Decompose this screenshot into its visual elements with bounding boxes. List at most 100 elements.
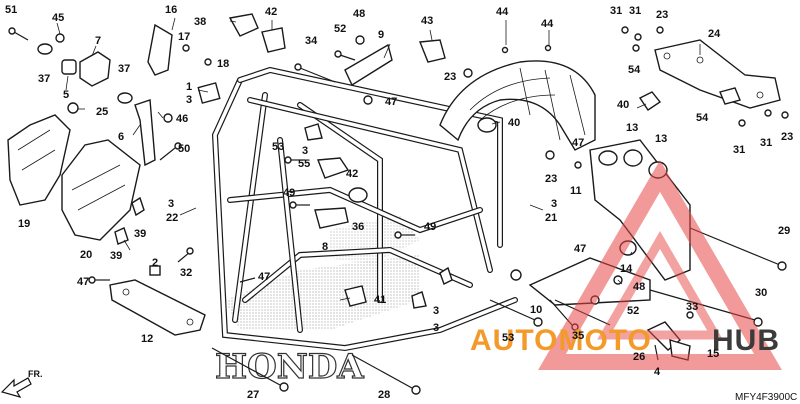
callout: 28: [378, 389, 390, 401]
callout: 44: [541, 18, 554, 30]
callout: 47: [77, 276, 89, 288]
callout: 3: [302, 145, 308, 157]
callout: 11: [570, 185, 582, 197]
callout: 49: [283, 187, 295, 199]
callout: 42: [265, 6, 277, 18]
callout: 51: [5, 4, 17, 16]
callout: 3: [186, 94, 192, 106]
callout: 47: [574, 243, 586, 255]
callout: 5: [63, 89, 69, 101]
callout: 44: [496, 6, 509, 18]
callout: 9: [378, 29, 384, 41]
brand-text: HONDA: [215, 347, 364, 387]
watermark-part2: HUB: [712, 324, 780, 357]
callout: 20: [80, 249, 92, 261]
stipple-area: [225, 255, 420, 330]
callout: 27: [247, 389, 259, 401]
rear-subframe: [528, 139, 781, 326]
callout: 22: [166, 212, 178, 224]
callout: 40: [617, 99, 629, 111]
callout: 34: [305, 35, 318, 47]
callout: 43: [421, 15, 433, 27]
watermark: AUTOMOTO HUB: [470, 160, 782, 370]
callout: 25: [96, 106, 108, 118]
callout: 33: [686, 301, 698, 313]
callout: 35: [572, 330, 584, 342]
callout: 42: [346, 168, 358, 180]
rear-fender: [439, 60, 596, 151]
callout: 30: [755, 287, 767, 299]
callout: 47: [572, 137, 584, 149]
callout: 1: [186, 81, 192, 93]
front-direction-indicator: FR.: [0, 369, 43, 398]
callout: 17: [178, 31, 190, 43]
top-bracket: [638, 39, 781, 111]
callout: 3: [433, 322, 439, 334]
side-covers: [7, 114, 141, 241]
leader-lines: [56, 17, 701, 301]
callout: 13: [655, 133, 667, 145]
callout: 48: [633, 281, 645, 293]
direction-label: FR.: [28, 369, 43, 379]
callout: 14: [620, 263, 633, 275]
callout: 7: [95, 35, 101, 47]
callout: 18: [217, 58, 229, 70]
callout: 39: [110, 250, 122, 262]
callout: 12: [141, 333, 153, 345]
callout: 24: [708, 28, 721, 40]
callout: 38: [194, 16, 206, 28]
callout: 52: [334, 23, 346, 35]
callout: 47: [258, 271, 270, 283]
callout: 54: [696, 112, 709, 124]
callout: 45: [52, 12, 64, 24]
callout: 41: [374, 294, 386, 306]
callout: 39: [134, 228, 146, 240]
callout: 53: [272, 141, 284, 153]
callout: 26: [633, 351, 645, 363]
watermark-part1: AUTOMOTO: [470, 324, 652, 357]
callout: 2: [152, 257, 158, 269]
callout: 54: [628, 64, 641, 76]
callout: 53: [502, 332, 514, 344]
callout: 3: [168, 198, 174, 210]
diagram-code: MFY4F3900C: [735, 392, 797, 403]
callout: 10: [530, 304, 542, 316]
callout: 37: [38, 73, 50, 85]
callout: 23: [444, 71, 456, 83]
callout: 46: [176, 113, 188, 125]
callout: 55: [298, 158, 310, 170]
callout: 31: [629, 5, 641, 17]
callout: 36: [352, 221, 364, 233]
callout: 47: [385, 96, 397, 108]
callout: 23: [781, 131, 793, 143]
footrest-bracket: [109, 279, 206, 336]
fasteners: [8, 13, 789, 395]
callout: 40: [508, 117, 520, 129]
callout: 23: [656, 9, 668, 21]
callout: 19: [18, 218, 30, 230]
callout: 31: [610, 5, 622, 17]
callout: 49: [424, 221, 436, 233]
callout: 31: [733, 144, 745, 156]
callout: 31: [760, 137, 772, 149]
callout: 52: [627, 305, 639, 317]
callout: 6: [118, 131, 124, 143]
callout: 13: [626, 122, 638, 134]
callout: 48: [353, 8, 365, 20]
callout: 50: [178, 143, 190, 155]
callout: 3: [433, 305, 439, 317]
callout: 4: [654, 366, 661, 378]
callout: 21: [545, 212, 557, 224]
callout: 8: [322, 241, 328, 253]
callout: 3: [551, 198, 557, 210]
callout: 23: [545, 173, 557, 185]
callout: 15: [707, 348, 719, 360]
callout-labels: 51 45 37 7 5 25 6 19 20 39 39 47 2 32 12…: [5, 4, 793, 401]
main-frame: [211, 66, 518, 352]
callout: 16: [165, 4, 177, 16]
callout: 29: [778, 225, 790, 237]
callout: 32: [180, 267, 192, 279]
callout: 37: [118, 63, 130, 75]
